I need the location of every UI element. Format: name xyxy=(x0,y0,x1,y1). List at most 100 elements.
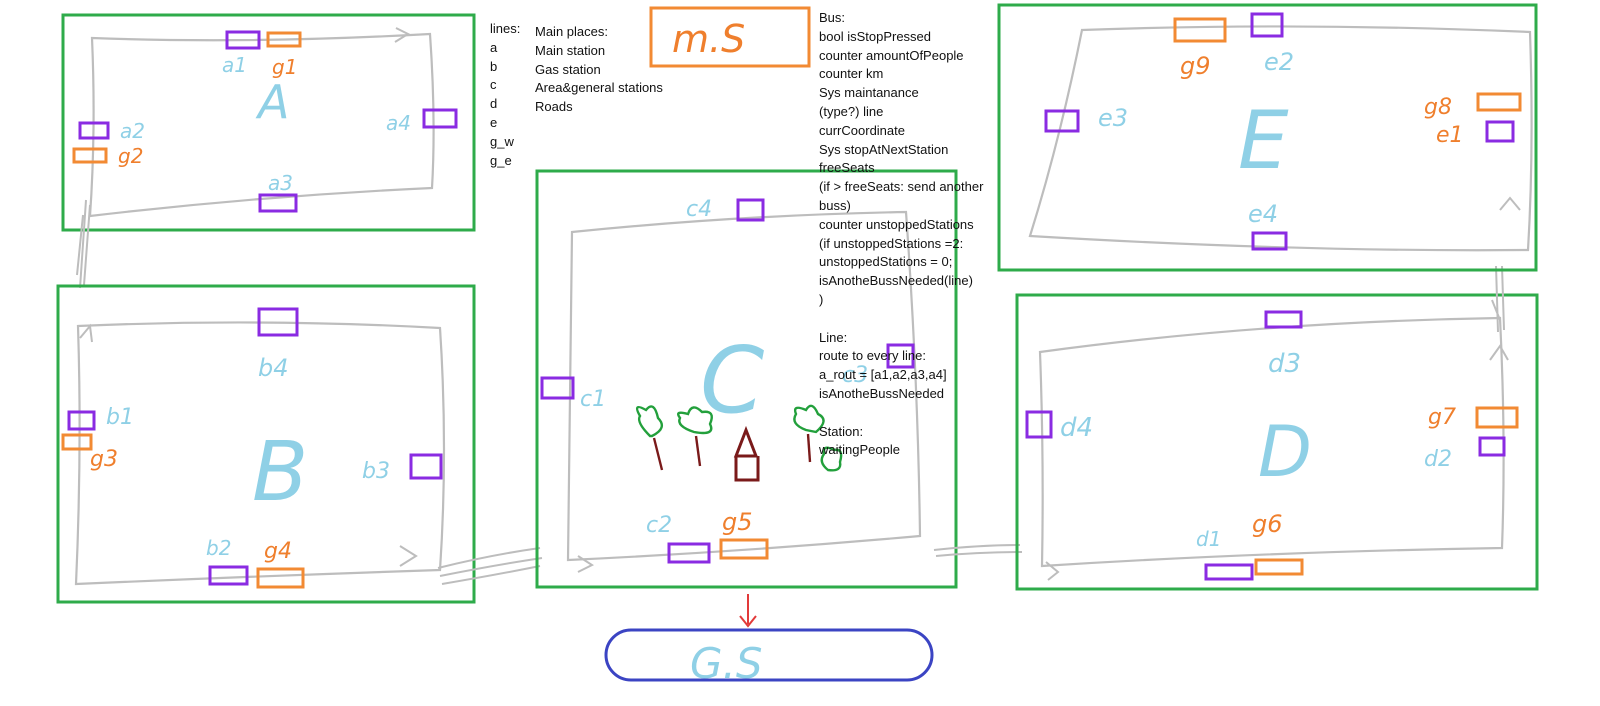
station-a2 xyxy=(78,121,110,140)
station-b4 xyxy=(257,307,299,337)
bus-note-line: ) xyxy=(819,291,824,307)
label-b4: b4 xyxy=(258,354,289,382)
label-g2: g2 xyxy=(118,144,143,168)
station-e2 xyxy=(1250,12,1284,38)
main-places-item: Main places: xyxy=(535,24,608,39)
lines-item: b xyxy=(490,58,498,74)
gas-stop-g8 xyxy=(1476,92,1522,112)
label-g9: g9 xyxy=(1180,52,1211,80)
station-d2 xyxy=(1478,436,1506,457)
bus-note-line: buss) xyxy=(819,197,851,213)
bus-note-line: isAnotheBussNeeded(line) xyxy=(819,273,973,289)
road-arrow xyxy=(1045,561,1060,581)
label-e1: e1 xyxy=(1436,123,1464,148)
area-b-road-loop xyxy=(74,321,446,586)
park-trees xyxy=(635,404,843,482)
area-d: D d3 d4 g7 d2 d1 g6 xyxy=(1015,293,1539,591)
main-places-item: Roads xyxy=(535,99,573,115)
road-arrow xyxy=(1499,196,1521,211)
bus-note-line: waitingPeople xyxy=(819,442,900,458)
tree-trunk xyxy=(652,437,664,471)
station-c2 xyxy=(667,542,711,564)
road-arrow xyxy=(1489,344,1509,361)
bus-note-line: bool isStopPressed xyxy=(819,28,932,44)
gas-stop-g7 xyxy=(1475,406,1519,429)
road-arrow xyxy=(577,555,595,573)
bus-note-line: (type?) line xyxy=(819,103,884,119)
area-c-border xyxy=(535,169,958,589)
road-arrow xyxy=(399,545,418,567)
bus-notes: Bus: bool isStopPressed counter amountOfPe… xyxy=(819,9,983,460)
bus-note-line: (if > freeSeats: send another xyxy=(819,179,984,195)
station-d4 xyxy=(1025,410,1053,439)
station-a1 xyxy=(225,30,261,50)
gas-stop-g9 xyxy=(1173,17,1227,43)
label-d4: d4 xyxy=(1060,413,1093,443)
gas-station-box xyxy=(604,628,934,682)
lines-item: g_w xyxy=(490,133,514,149)
tree-icon xyxy=(677,406,713,435)
label-a1: a1 xyxy=(222,53,247,77)
label-d3: d3 xyxy=(1268,349,1301,379)
bus-note-line: Bus: xyxy=(819,10,846,25)
bus-note-line: Station: xyxy=(819,423,864,439)
area-d-road-loop xyxy=(1038,316,1505,568)
house-icon xyxy=(733,425,760,482)
station-a3 xyxy=(258,193,298,213)
main-places-item: Main station xyxy=(535,42,606,58)
label-b1: b1 xyxy=(106,405,134,430)
label-c1: c1 xyxy=(580,387,606,412)
label-c3: c3 xyxy=(842,363,868,388)
road-arrow xyxy=(394,27,411,43)
station-d3 xyxy=(1264,310,1303,329)
road-b-c xyxy=(437,547,543,585)
station-b2 xyxy=(208,565,249,586)
gas-stop-g6 xyxy=(1254,558,1304,576)
lines-item: c xyxy=(490,77,497,93)
station-a4 xyxy=(422,108,458,129)
bus-note-line: counter km xyxy=(819,66,884,82)
main-station-box xyxy=(649,6,811,68)
tree-trunk xyxy=(694,435,702,467)
label-g1: g1 xyxy=(272,55,297,79)
label-a3: a3 xyxy=(268,171,293,195)
label-c4: c4 xyxy=(686,197,712,222)
station-b3 xyxy=(409,453,443,480)
main-places-item: Gas station xyxy=(535,61,601,77)
road-c-d xyxy=(933,544,1023,557)
tree-trunk xyxy=(806,433,812,463)
label-g8: g8 xyxy=(1424,95,1452,120)
label-b3: b3 xyxy=(362,459,390,484)
label-g6: g6 xyxy=(1252,510,1283,538)
label-g5: g5 xyxy=(722,508,753,536)
station-e3 xyxy=(1044,109,1080,133)
area-c-letter: C xyxy=(700,327,764,434)
station-c3 xyxy=(886,343,915,369)
bus-note-line: Sys maintanance xyxy=(819,85,919,101)
label-g4: g4 xyxy=(264,539,292,564)
area-e-letter: E xyxy=(1238,94,1289,187)
area-b-letter: B xyxy=(252,425,308,520)
tree-icon xyxy=(793,404,825,434)
bus-note-line: Line: xyxy=(819,329,848,345)
area-b: B b4 b1 g3 b3 b2 g4 xyxy=(56,284,476,604)
label-e4: e4 xyxy=(1248,200,1278,228)
bus-note-line: currCoordinate xyxy=(819,122,905,138)
area-a-road-loop xyxy=(88,32,435,218)
label-c2: c2 xyxy=(646,513,672,538)
bus-note-line: counter amountOfPeople xyxy=(819,47,964,63)
bus-note-line: counter unstoppedStations xyxy=(819,216,974,232)
area-b-border xyxy=(56,284,476,604)
label-d1: d1 xyxy=(1196,527,1221,551)
gas-stop-g2 xyxy=(72,147,108,164)
label-e2: e2 xyxy=(1264,48,1294,76)
station-d1 xyxy=(1204,563,1254,581)
label-b2: b2 xyxy=(206,536,231,560)
bus-note-line: freeSeats xyxy=(819,160,875,176)
label-g3: g3 xyxy=(90,447,118,472)
gas-station-label: G.S xyxy=(690,639,763,688)
area-c: C c4 c1 c3 c2 g5 xyxy=(535,169,958,589)
bus-note-line: route to every line: xyxy=(819,348,926,364)
